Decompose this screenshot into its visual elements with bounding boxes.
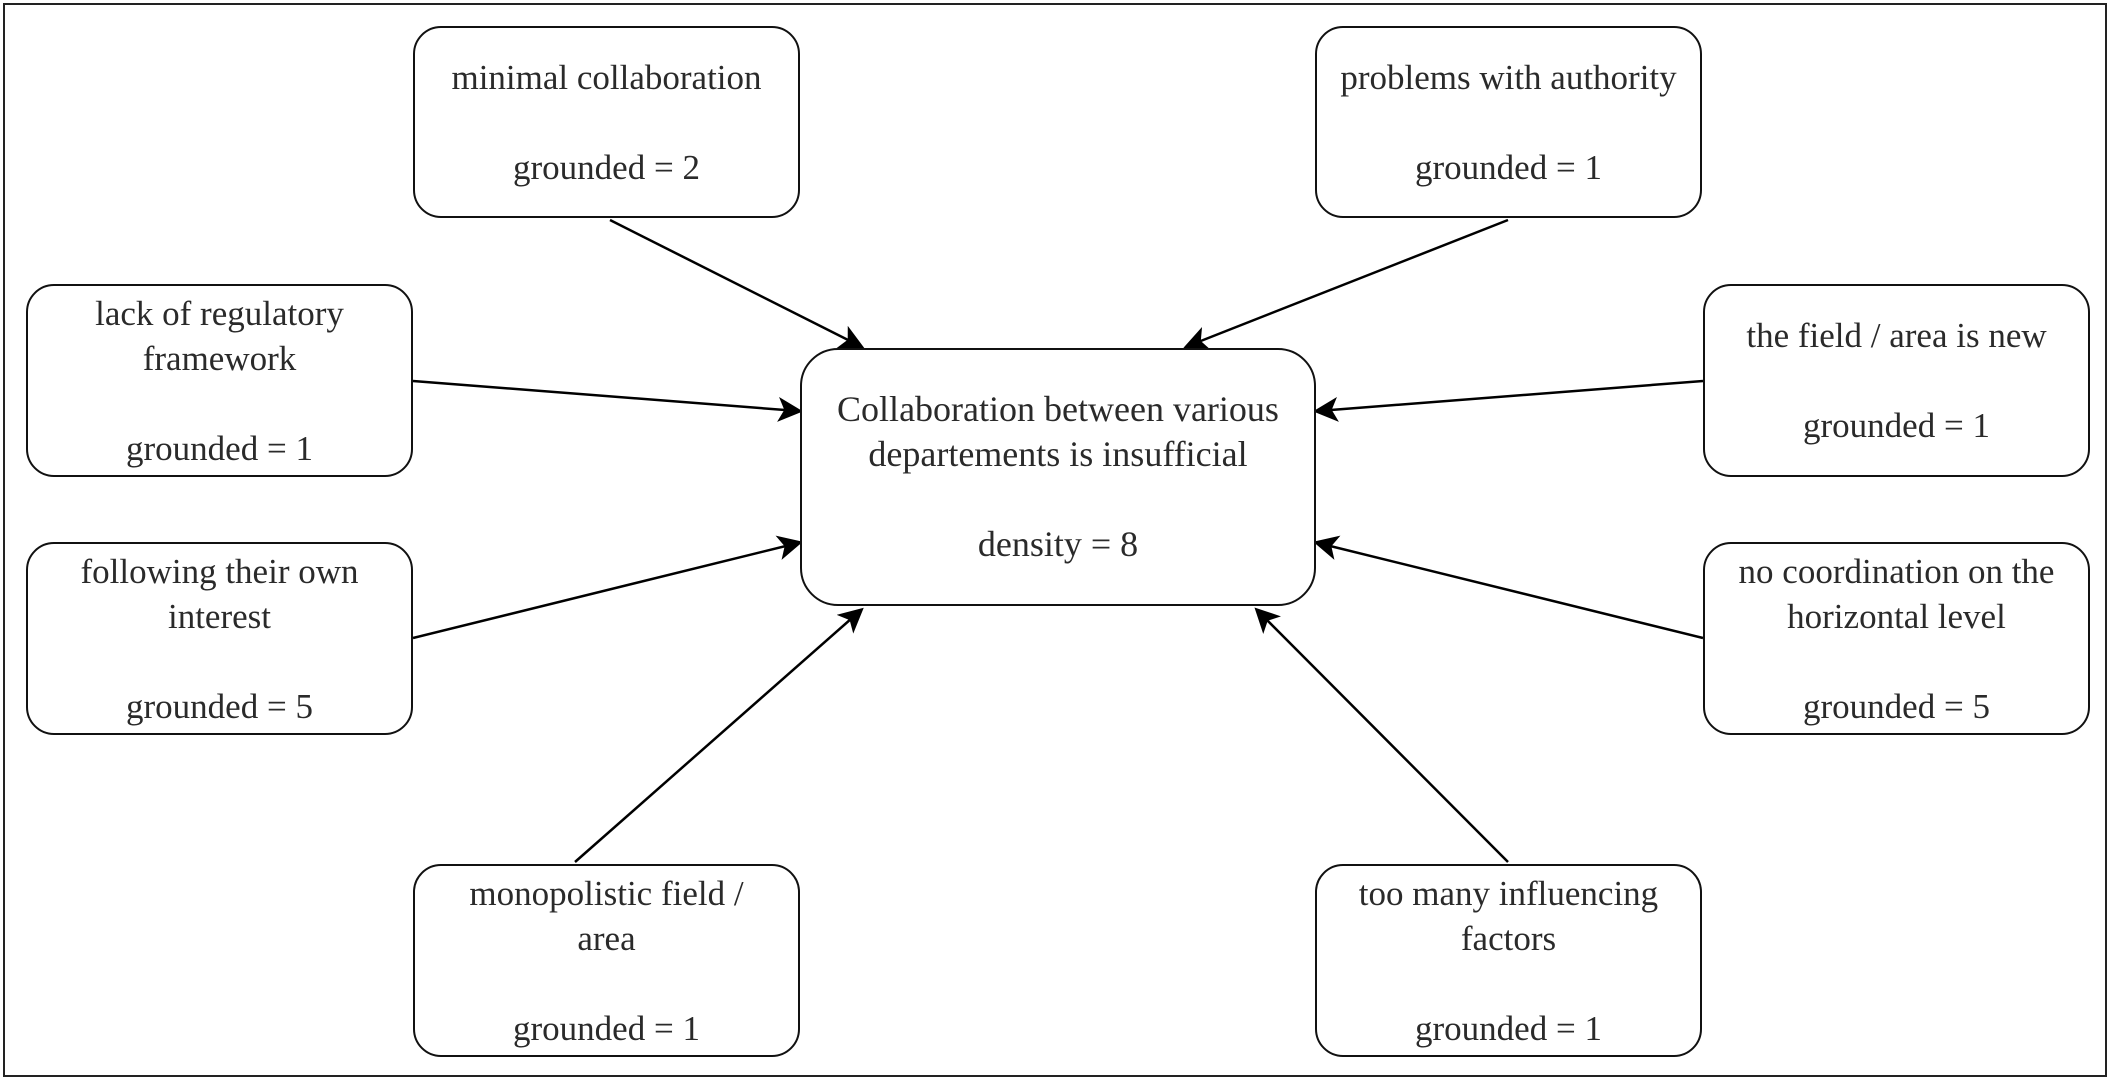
- node-grounded: grounded = 1: [1415, 147, 1602, 187]
- node-grounded: grounded = 1: [1415, 1008, 1602, 1048]
- node-label: monopolistic field / area: [469, 873, 744, 958]
- edge-minimal-collaboration: [609, 218, 865, 349]
- node-monopolistic-field-area: monopolistic field / area grounded = 1: [413, 864, 800, 1057]
- center-node: Collaboration between various departemen…: [800, 348, 1316, 606]
- node-field-area-is-new: the field / area is new grounded = 1: [1703, 284, 2090, 477]
- node-grounded: grounded = 5: [126, 686, 313, 726]
- edge-no-coordination-horizontal: [1313, 535, 1704, 640]
- node-label: problems with authority: [1340, 57, 1677, 97]
- edge-following-their-own-interest: [412, 535, 803, 640]
- node-grounded: grounded = 1: [1803, 406, 1990, 445]
- node-grounded: grounded = 2: [513, 147, 700, 187]
- center-node-density: density = 8: [977, 524, 1139, 564]
- edge-problems-with-authority: [1183, 218, 1509, 351]
- node-grounded: grounded = 5: [1803, 686, 1990, 726]
- node-no-coordination-horizontal-level: no coordination on the horizontal level …: [1703, 542, 2090, 735]
- center-node-label: Collaboration between various departemen…: [837, 389, 1279, 474]
- node-label: minimal collaboration: [451, 57, 762, 97]
- node-label: lack of regulatory framework: [95, 293, 344, 378]
- node-label: no coordination on the horizontal level: [1738, 551, 2055, 636]
- node-label: following their own interest: [80, 551, 359, 636]
- edge-monopolistic-field-area: [574, 607, 864, 863]
- node-problems-with-authority: problems with authority grounded = 1: [1315, 26, 1702, 218]
- node-label: the field / area is new: [1746, 316, 2047, 355]
- edge-field-area-is-new: [1313, 379, 1704, 422]
- node-label: too many influencing factors: [1358, 873, 1659, 958]
- node-minimal-collaboration: minimal collaboration grounded = 2: [413, 26, 800, 218]
- edge-too-many-influencing-factors: [1254, 607, 1509, 863]
- node-grounded: grounded = 1: [513, 1008, 700, 1048]
- node-too-many-influencing-factors: too many influencing factors grounded = …: [1315, 864, 1702, 1057]
- node-following-their-own-interest: following their own interest grounded = …: [26, 542, 413, 735]
- edge-lack-of-regulatory-framework: [412, 379, 803, 422]
- node-lack-of-regulatory-framework: lack of regulatory framework grounded = …: [26, 284, 413, 477]
- node-grounded: grounded = 1: [126, 428, 313, 468]
